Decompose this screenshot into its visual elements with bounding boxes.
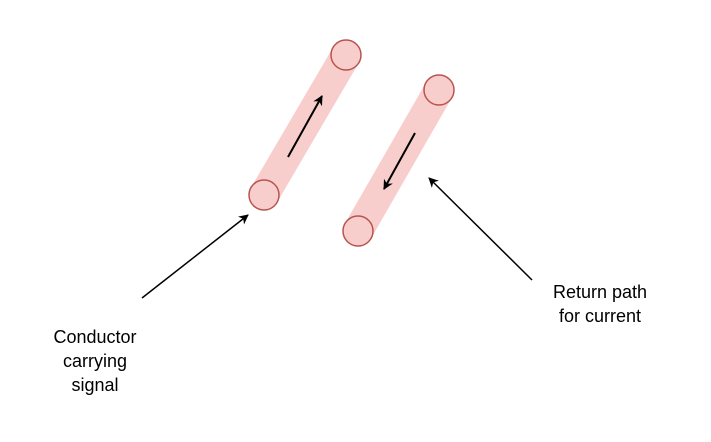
return-conductor-bottom-end: [342, 215, 374, 247]
return-current-arrow: [383, 132, 416, 190]
return-path-label-line-2: for current: [558, 306, 642, 326]
signal-current-arrow: [287, 95, 323, 158]
conductor-label-line-2: carrying: [62, 351, 128, 371]
signal-conductor: [248, 39, 362, 211]
return-conductor-top-end: [423, 74, 455, 106]
signal-conductor-bottom-end: [248, 179, 280, 211]
return-conductor-body: [344, 82, 453, 239]
conductor-label-line-3: signal: [71, 375, 119, 395]
return-path-label: Return path for current: [520, 280, 680, 328]
conductor-label-line-1: Conductor: [53, 327, 137, 347]
return-path-label-line-1: Return path: [552, 282, 648, 302]
conductor-pointer-arrow: [141, 214, 249, 299]
return-conductor: [342, 74, 455, 247]
return-pointer-arrow: [428, 177, 533, 281]
conductor-label: Conductor carrying signal: [20, 325, 170, 397]
signal-conductor-top-end: [330, 39, 362, 71]
